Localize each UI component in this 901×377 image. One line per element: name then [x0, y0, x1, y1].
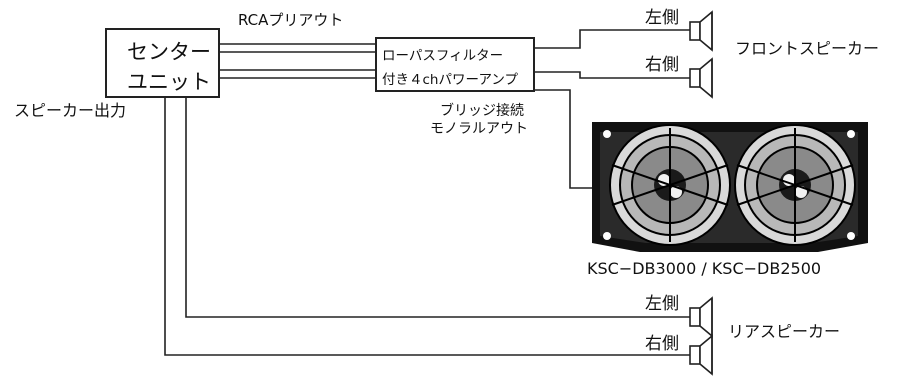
subwoofer-driver-left: [609, 124, 731, 246]
speaker-rear-left: [689, 296, 713, 338]
amp-to-subwoofer-wire: [535, 89, 600, 189]
rear-left-label: 左側: [645, 294, 679, 314]
rca-preout-label: RCAプリアウト: [238, 11, 344, 29]
center-unit-box: センター ユニット: [105, 28, 220, 98]
amplifier-label-line2: 付き４chパワーアンプ: [382, 72, 518, 88]
rear-right-label: 右側: [645, 334, 679, 354]
rear-right-wire: [164, 98, 690, 356]
subwoofer-driver-right: [734, 124, 856, 246]
subwoofer-model-label: KSC−DB3000 / KSC−DB2500: [587, 259, 822, 278]
front-speakers-label: フロントスピーカー: [735, 39, 880, 58]
bridge-label-line1: ブリッジ接続: [440, 103, 524, 119]
amplifier-label-line1: ローパスフィルター: [382, 48, 504, 64]
amp-to-front-right-wire: [535, 71, 690, 79]
center-unit-label-line2: ユニット: [127, 70, 211, 94]
amplifier-box: ローパスフィルター 付き４chパワーアンプ: [375, 37, 535, 92]
center-unit-label-line1: センター: [127, 40, 211, 64]
front-left-label: 左側: [645, 8, 679, 28]
rear-speakers-label: リアスピーカー: [728, 322, 841, 341]
speaker-front-right: [689, 57, 713, 99]
speaker-front-left: [689, 10, 713, 52]
speaker-rear-right: [689, 334, 713, 376]
subwoofer-enclosure-icon: [592, 122, 868, 252]
amp-to-front-left-wire: [535, 29, 690, 49]
bridge-label-line2: モノラルアウト: [430, 121, 528, 137]
front-right-label: 右側: [645, 55, 679, 75]
speaker-output-label: スピーカー出力: [14, 101, 127, 120]
rear-left-wire: [185, 98, 690, 318]
